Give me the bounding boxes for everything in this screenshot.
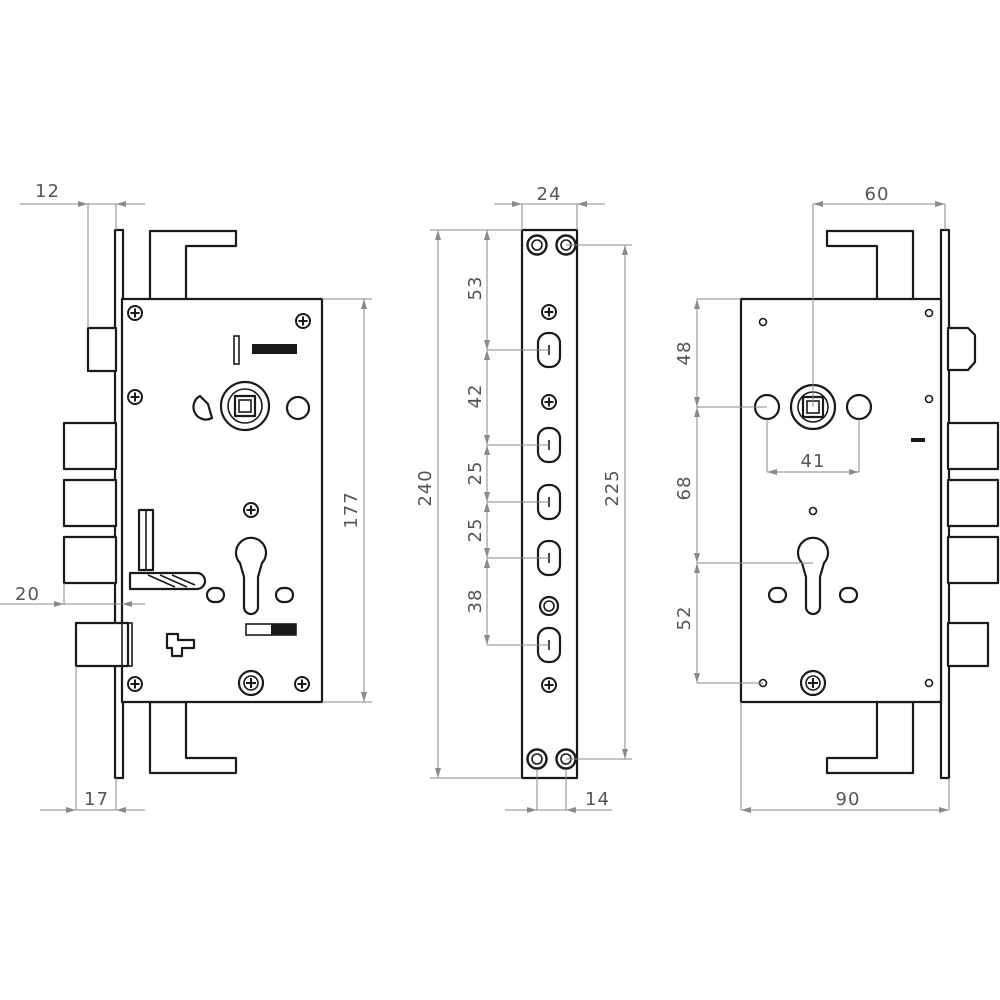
dead-bolt-3 xyxy=(946,535,1000,585)
indicator-mark xyxy=(911,438,925,442)
dim-label-bottom-offset: 17 xyxy=(84,789,109,810)
latch-bolt xyxy=(946,326,977,372)
dim-label-spindle-to-cylinder: 68 xyxy=(674,476,695,501)
roller-bolt-edge xyxy=(121,622,133,667)
lever-arm xyxy=(128,571,207,591)
latch-bolt xyxy=(86,326,118,373)
side-lock-body xyxy=(120,297,324,704)
square-spindle-hole xyxy=(233,394,257,418)
screw-icon xyxy=(541,677,557,693)
top-hook-latch xyxy=(825,229,915,302)
rivet xyxy=(924,678,934,688)
back-lock-body xyxy=(739,297,943,704)
sensor-hole xyxy=(538,595,560,617)
dim-label-bolt-offset: 20 xyxy=(15,584,40,605)
dim-label-faceplate-width: 24 xyxy=(537,184,562,205)
dead-bolt-3 xyxy=(62,535,118,585)
right-mount-hole xyxy=(845,393,873,421)
dim-label-backset: 60 xyxy=(865,184,890,205)
catch-lever xyxy=(165,632,196,658)
roller-bolt xyxy=(74,621,130,668)
bottom-hook-latch xyxy=(148,700,238,775)
slot xyxy=(233,335,240,365)
rivet xyxy=(924,308,934,318)
bottom-hook-latch xyxy=(825,700,915,775)
mount-hole-icon xyxy=(526,748,548,770)
dim-label-pitch-3: 25 xyxy=(465,461,486,486)
dim-label-spindle-spacing: 41 xyxy=(801,451,826,472)
dead-bolt-1 xyxy=(946,421,1000,471)
spindle-ring xyxy=(227,388,263,424)
dim-label-cylinder-to-screw: 52 xyxy=(674,606,695,631)
screw-icon xyxy=(541,394,557,410)
screw-icon xyxy=(294,676,310,692)
screw-icon xyxy=(127,389,143,405)
slot-filled xyxy=(252,344,297,354)
small-slot xyxy=(767,586,788,604)
mount-hole-icon xyxy=(526,234,548,256)
back-view: 60 41 48 68 52 90 xyxy=(674,184,1000,813)
dim-label-body-height: 177 xyxy=(341,491,362,528)
dim-label-pitch-4: 25 xyxy=(465,518,486,543)
dim-label-pitch-2: 42 xyxy=(465,384,486,409)
dim-label-top-offset: 12 xyxy=(35,181,60,202)
small-slot xyxy=(205,586,226,604)
dim-label-total-height: 240 xyxy=(415,469,436,506)
dead-bolt-2 xyxy=(62,478,118,528)
dim-label-top-to-spindle: 48 xyxy=(674,341,695,366)
side-view: 12 20 17 177 xyxy=(0,181,372,813)
rivet xyxy=(758,317,768,327)
small-slot xyxy=(274,586,295,604)
screw-icon xyxy=(295,313,311,329)
roller-bolt xyxy=(946,621,990,668)
dim-label-edge-offset: 14 xyxy=(585,789,610,810)
screw-icon xyxy=(127,676,143,692)
rivet xyxy=(924,394,934,404)
dim-label-body-width: 90 xyxy=(836,789,861,810)
left-cam-slot xyxy=(192,394,214,421)
right-cam-slot xyxy=(285,395,311,421)
dim-label-hole-span: 225 xyxy=(602,469,623,506)
screw-icon xyxy=(541,304,557,320)
dead-bolt-2 xyxy=(946,478,1000,528)
fixing-screw-icon xyxy=(799,669,827,697)
fixing-screw-icon xyxy=(237,669,265,697)
screw-icon xyxy=(243,502,259,518)
screw-icon xyxy=(127,305,143,321)
dim-label-pitch-1: 53 xyxy=(465,276,486,301)
rivet xyxy=(808,506,818,516)
faceplate-view: 24 240 53 42 25 25 38 22 xyxy=(415,184,632,813)
dim-label-pitch-5: 38 xyxy=(465,589,486,614)
dead-bolt-1 xyxy=(62,421,118,471)
small-slot xyxy=(838,586,859,604)
top-hook-latch xyxy=(148,229,238,302)
